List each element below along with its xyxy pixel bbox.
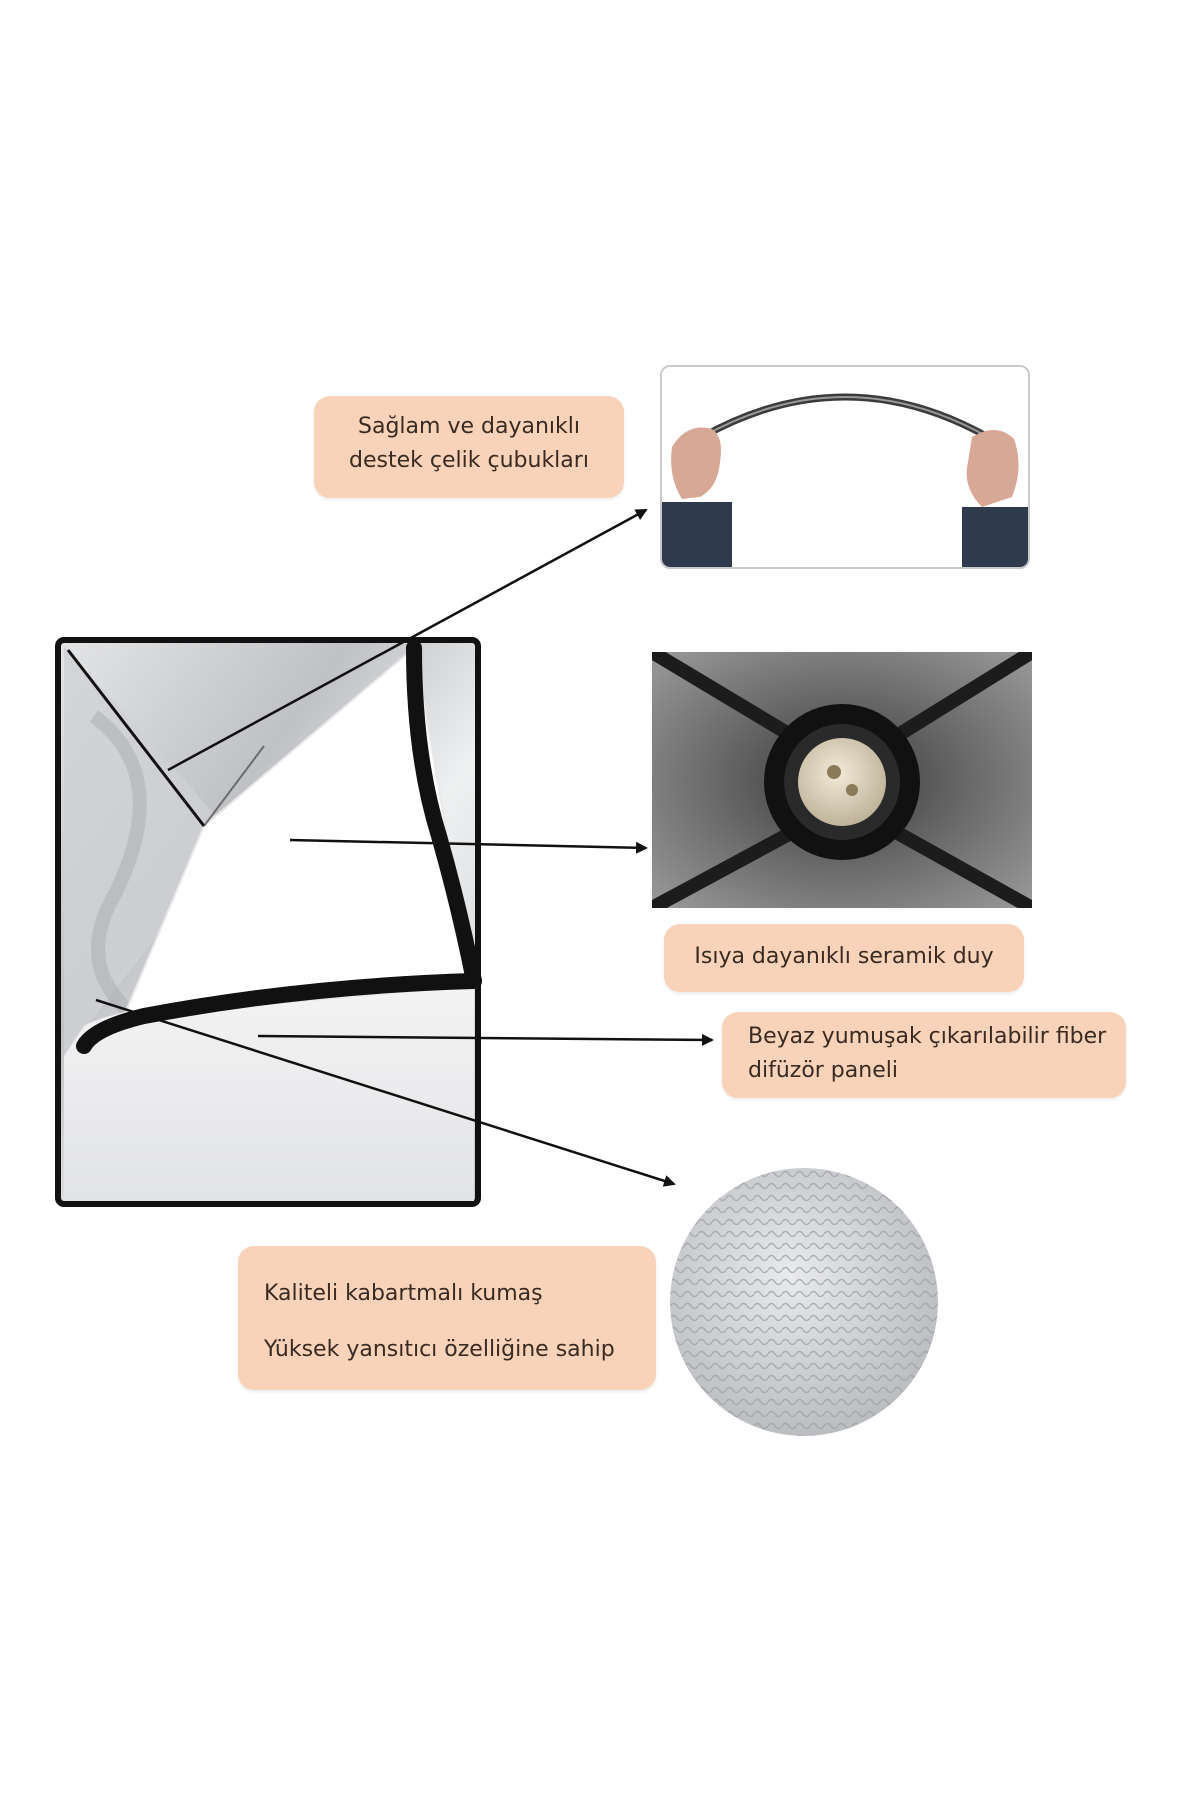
callout-embossed-fabric-line2: Yüksek yansıtıcı özelliğine sahip (264, 1337, 615, 1362)
callout-steel-rods-line2: destek çelik çubukları (349, 448, 589, 473)
callout-ceramic-socket: Isıya dayanıklı seramik duy (664, 924, 1024, 992)
callout-steel-rods: Sağlam ve dayanıklı destek çelik çubukla… (314, 396, 624, 498)
steel-rods-photo (660, 365, 1030, 569)
callout-diffuser-panel: Beyaz yumuşak çıkarılabilir fiber difüzö… (722, 1012, 1126, 1098)
callout-ceramic-socket-line1: Isıya dayanıklı seramik duy (694, 944, 994, 969)
callout-steel-rods-line1: Sağlam ve dayanıklı (358, 414, 580, 439)
softbox-image (54, 636, 484, 1210)
callout-embossed-fabric: Kaliteli kabartmalı kumaş Yüksek yansıtı… (238, 1246, 656, 1390)
callout-embossed-fabric-line1: Kaliteli kabartmalı kumaş (264, 1281, 543, 1306)
ceramic-socket-photo (652, 652, 1032, 908)
callout-diffuser-panel-line1: Beyaz yumuşak çıkarılabilir fiber (748, 1024, 1107, 1049)
embossed-fabric-photo (670, 1168, 938, 1436)
callout-diffuser-panel-line2: difüzör paneli (748, 1058, 898, 1083)
